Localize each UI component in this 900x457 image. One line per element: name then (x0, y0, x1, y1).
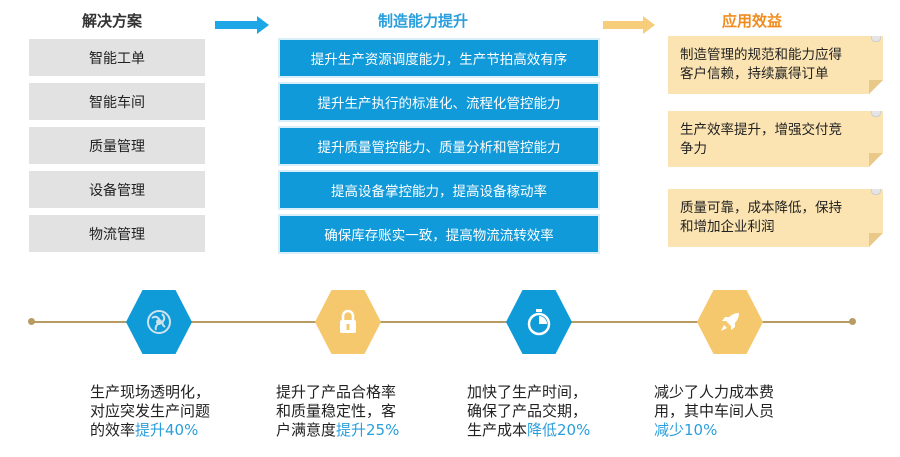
benefit-note: 制造管理的规范和能力应得 客户信赖，持续赢得订单 (668, 36, 883, 94)
timeline-line (32, 321, 852, 323)
solution-item: 质量管理 (29, 127, 205, 164)
page-curl-icon (869, 233, 883, 247)
benefit-text: 客户信赖，持续赢得订单 (680, 66, 829, 82)
pin-icon (871, 185, 881, 195)
caption-line: 提升了产品合格率 (276, 383, 397, 401)
benefit-note: 生产效率提升，增强交付竞 争力 (668, 111, 883, 167)
capability-item: 提升生产资源调度能力，生产节拍高效有序 (280, 40, 598, 76)
capability-item: 提升质量管控能力、质量分析和管控能力 (280, 128, 598, 164)
caption-line: 和质量稳定性，客 (276, 402, 397, 420)
caption-prefix: 的效率 (90, 421, 136, 439)
benefits-header: 应用效益 (722, 12, 783, 30)
lock-icon (315, 290, 381, 354)
caption-line: 用，其中车间人员 (654, 402, 775, 420)
milestone-caption: 加快了生产时间， 确保了产品交期， 生产成本降低20% (467, 383, 637, 440)
caption-line: 对应突发生产问题 (90, 402, 211, 420)
caption-line: 减少了人力成本费 (654, 383, 775, 401)
benefit-text: 制造管理的规范和能力应得 (680, 47, 842, 63)
caption-highlight: 减少10% (654, 421, 718, 439)
right-arrow-icon (215, 16, 269, 34)
caption-highlight: 提升40% (135, 421, 199, 439)
capability-item: 确保库存账实一致，提高物流流转效率 (280, 216, 598, 252)
milestone-caption: 生产现场透明化， 对应突发生产问题 的效率提升40% (90, 383, 260, 440)
solution-item: 物流管理 (29, 215, 205, 252)
capability-header: 制造能力提升 (378, 12, 469, 30)
benefit-note: 质量可靠，成本降低，保持 和增加企业利润 (668, 189, 883, 247)
caption-highlight: 提升25% (336, 421, 400, 439)
caption-line: 户满意度提升25% (276, 421, 446, 440)
pin-icon (871, 32, 881, 42)
pin-icon (871, 107, 881, 117)
capability-item: 提升生产执行的标准化、流程化管控能力 (280, 84, 598, 120)
solution-item: 设备管理 (29, 171, 205, 208)
capability-item: 提高设备掌控能力，提高设备稼动率 (280, 172, 598, 208)
caption-line: 生产现场透明化， (90, 383, 211, 401)
rocket-icon (697, 290, 763, 354)
benefit-text: 争力 (680, 141, 707, 157)
timeline-end-dot (849, 318, 856, 325)
page-curl-icon (869, 153, 883, 167)
caption-prefix: 户满意度 (276, 421, 337, 439)
right-arrow-icon (603, 16, 655, 34)
stopwatch-icon (506, 290, 572, 354)
solution-item: 智能工单 (29, 39, 205, 76)
milestone-caption: 减少了人力成本费 用，其中车间人员 减少10% (654, 383, 824, 440)
caption-prefix: 生产成本 (467, 421, 528, 439)
timeline-end-dot (28, 318, 35, 325)
caption-line: 加快了生产时间， (467, 383, 588, 401)
milestone-caption: 提升了产品合格率 和质量稳定性，客 户满意度提升25% (276, 383, 446, 440)
caption-line: 确保了产品交期， (467, 402, 588, 420)
benefit-text: 生产效率提升，增强交付竞 (680, 122, 842, 138)
benefit-text: 质量可靠，成本降低，保持 (680, 200, 842, 216)
caption-highlight: 降低20% (527, 421, 591, 439)
solutions-header: 解决方案 (82, 12, 143, 30)
page-curl-icon (869, 80, 883, 94)
caption-line: 生产成本降低20% (467, 421, 637, 440)
benefit-text: 和增加企业利润 (680, 219, 775, 235)
solution-item: 智能车间 (29, 83, 205, 120)
globe-icon (126, 290, 192, 354)
caption-line: 减少10% (654, 421, 824, 440)
caption-line: 的效率提升40% (90, 421, 260, 440)
